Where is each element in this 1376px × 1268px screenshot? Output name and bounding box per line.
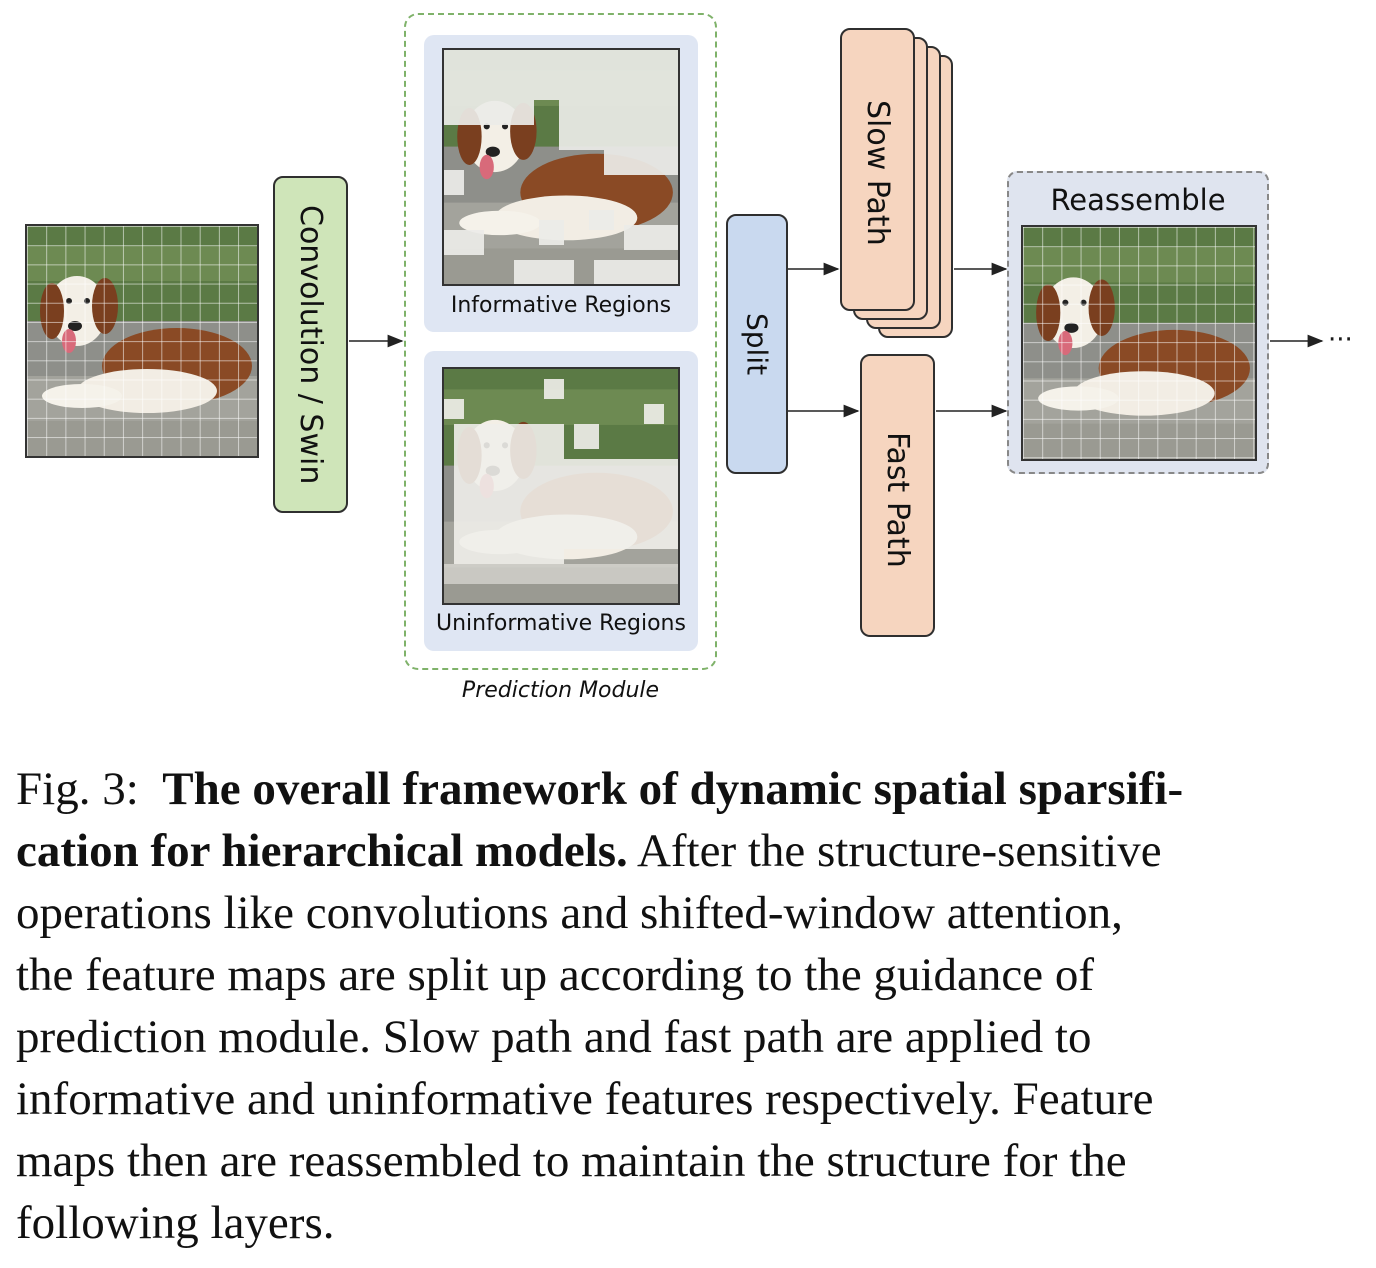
split-label: Split (740, 312, 774, 376)
slow-path-box: Slow Path (840, 28, 915, 311)
reassembled-image (1021, 225, 1257, 461)
uninformative-image (442, 367, 680, 605)
uninformative-panel: Uninformative Regions (424, 351, 698, 651)
patch-grid (27, 226, 257, 456)
convolution-swin-box: Convolution / Swin (273, 176, 348, 513)
fast-path-box: Fast Path (860, 354, 935, 637)
caption-title-part2: cation for hierarchical models. (16, 825, 628, 877)
uninformative-regions-label: Uninformative Regions (436, 611, 686, 636)
caption-line-1: Fig. 3: The overall framework of dynamic… (16, 758, 1366, 820)
caption-line-2: cation for hierarchical models. After th… (16, 820, 1366, 882)
caption-title-part1: The overall framework of dynamic spatial… (162, 763, 1184, 815)
reassemble-box: Reassemble (1007, 171, 1269, 474)
split-box: Split (726, 214, 788, 474)
figure-caption: Fig. 3: The overall framework of dynamic… (16, 758, 1366, 1254)
caption-line-2-rest: After the structure-sensitive (627, 825, 1162, 877)
caption-line-8: following layers. (16, 1197, 335, 1249)
slow-path-label: Slow Path (860, 100, 895, 246)
caption-line-5: prediction module. Slow path and fast pa… (16, 1011, 1092, 1063)
prediction-module: Informative Regions Uninformative Region… (404, 13, 717, 670)
informative-regions-label: Informative Regions (450, 293, 672, 318)
caption-line-7: maps then are reassembled to maintain th… (16, 1135, 1127, 1187)
input-image (25, 224, 259, 458)
caption-prefix: Fig. 3: (16, 763, 139, 815)
reassemble-label: Reassemble (1050, 183, 1226, 217)
convolution-swin-label: Convolution / Swin (293, 204, 328, 485)
caption-line-6: informative and uninformative features r… (16, 1073, 1154, 1125)
output-ellipsis: ··· (1328, 325, 1353, 355)
informative-panel: Informative Regions (424, 35, 698, 332)
connector-arrows (349, 262, 1324, 418)
fast-path-label: Fast Path (880, 432, 915, 568)
caption-line-4: the feature maps are split up according … (16, 949, 1094, 1001)
prediction-module-label: Prediction Module (461, 678, 660, 703)
informative-image (442, 48, 680, 286)
caption-line-3: operations like convolutions and shifted… (16, 887, 1123, 939)
